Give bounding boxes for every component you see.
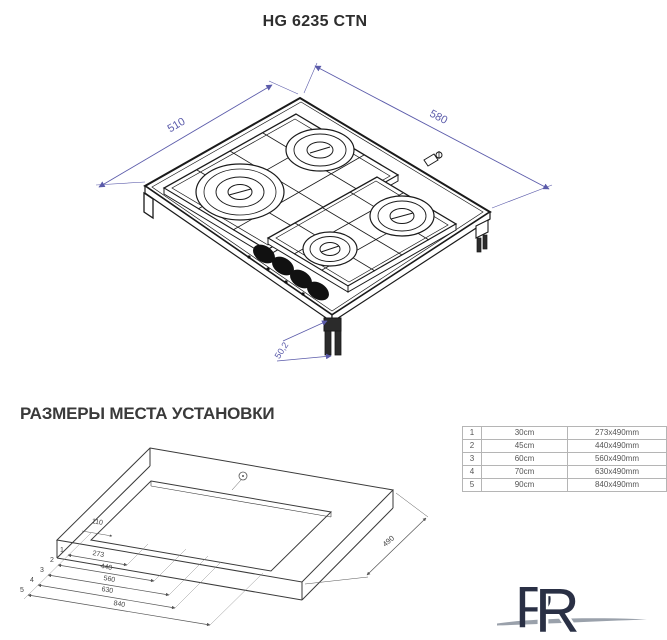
logo-letter-r: R xyxy=(535,577,580,636)
control-knobs xyxy=(247,244,329,301)
cutout-size: 560x490mm xyxy=(567,452,667,466)
width-value: 273 xyxy=(92,550,105,559)
cutout-size: 840x490mm xyxy=(567,478,667,492)
width-value: 440 xyxy=(100,563,113,572)
section-heading: РАЗМЕРЫ МЕСТА УСТАНОВКИ xyxy=(20,404,275,423)
dim-height-label: 50,2 xyxy=(273,340,291,360)
installation-size-table: 1 30cm 273x490mm 2 45cm 440x490mm 3 60cm… xyxy=(462,426,667,492)
cabinet-size: 30cm xyxy=(481,426,568,440)
burner-large-left xyxy=(195,163,285,221)
countertop-slab xyxy=(55,447,395,601)
cabinet-size: 90cm xyxy=(481,478,568,492)
gas-inlet-fitting xyxy=(423,151,443,167)
table-row: 5 90cm 840x490mm xyxy=(462,478,667,492)
table-row: 3 60cm 560x490mm xyxy=(462,452,667,466)
width-index: 4 xyxy=(30,577,34,584)
cutout-hole xyxy=(89,480,333,572)
width-index: 2 xyxy=(50,557,54,564)
dim-width-label: 510 xyxy=(166,116,188,136)
width-value: 630 xyxy=(101,586,114,595)
logo-swoosh xyxy=(497,618,647,626)
hob-body xyxy=(143,96,492,356)
page-title: HG 6235 CTN xyxy=(262,13,368,30)
hob-isometric-drawing: 510 580 50,2 xyxy=(95,62,553,362)
dim-depth-label: 580 xyxy=(427,108,449,127)
cutout-size: 440x490mm xyxy=(567,439,667,453)
table-row: 1 30cm 273x490mm xyxy=(462,426,667,440)
table-row: 4 70cm 630x490mm xyxy=(462,465,667,479)
burner-rear xyxy=(285,128,355,172)
table-row: 2 45cm 440x490mm xyxy=(462,439,667,453)
width-index: 3 xyxy=(40,567,44,574)
row-index: 5 xyxy=(462,478,482,492)
burner-front xyxy=(302,231,358,267)
cutout-dimensions: 110 490 1 2 3 4 5 273 440 560 630 xyxy=(20,492,429,627)
cabinet-size: 70cm xyxy=(481,465,568,479)
logo-letter-p: P xyxy=(515,575,554,636)
dim-depth-label: 490 xyxy=(381,534,396,549)
brand-logo: P R xyxy=(497,575,647,636)
burner-right xyxy=(369,195,435,237)
width-value: 840 xyxy=(113,600,126,609)
cutout-size: 630x490mm xyxy=(567,465,667,479)
dim-offset-label: 110 xyxy=(91,518,103,527)
cabinet-size: 45cm xyxy=(481,439,568,453)
cutout-size: 273x490mm xyxy=(567,426,667,440)
width-value: 560 xyxy=(103,575,116,584)
width-index: 1 xyxy=(60,547,64,554)
dim-width-line xyxy=(98,84,273,188)
cutout-isometric-drawing: 110 490 1 2 3 4 5 273 440 560 630 xyxy=(20,447,429,627)
center-mark xyxy=(231,471,248,491)
dim-depth-line xyxy=(314,65,550,190)
width-index: 5 xyxy=(20,587,24,594)
cabinet-size: 60cm xyxy=(481,452,568,466)
